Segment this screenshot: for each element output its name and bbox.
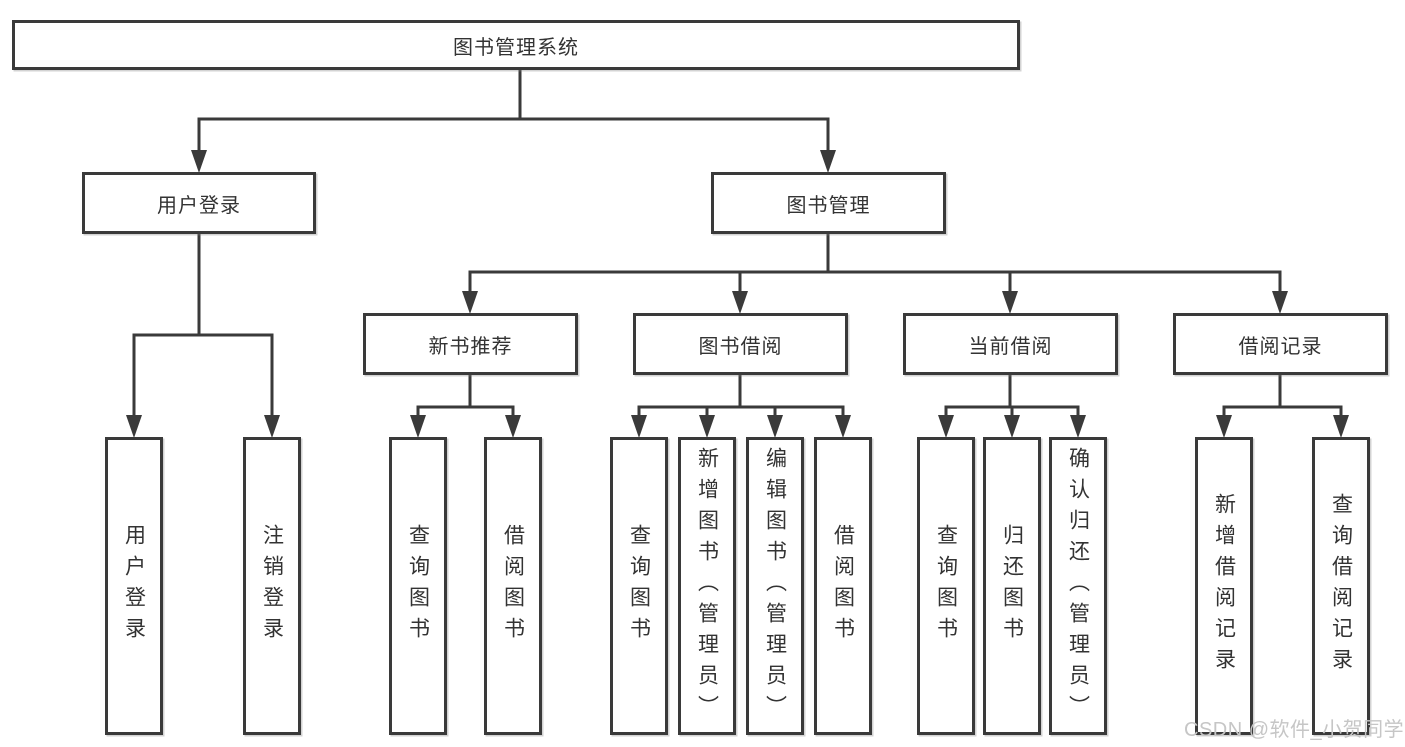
arrowhead-icon [820,150,836,173]
node-label: 图书借阅 [698,335,783,358]
node-current-borrow: 当前借阅 [903,313,1118,375]
leaf-label: 确认归还（管理员） [1066,446,1090,726]
arrowhead-icon [1333,415,1349,438]
leaf-current-confirm-return-admin: 确认归还（管理员） [1049,437,1107,735]
arrowhead-icon [462,291,478,314]
arrowhead-icon [631,415,647,438]
arrowhead-icon [505,415,521,438]
leaf-logout: 注销登录 [243,437,301,735]
leaf-recommend-query-books: 查询图书 [389,437,447,735]
arrowhead-icon [126,415,142,438]
arrowhead-icon [732,291,748,314]
leaf-label: 归还图书 [1000,524,1024,648]
arrowhead-icon [1216,415,1232,438]
node-label: 图书管理系统 [453,36,579,59]
leaf-current-query-books: 查询图书 [917,437,975,735]
node-new-book-recommend: 新书推荐 [363,313,578,375]
leaf-label: 新增借阅记录 [1212,493,1236,679]
leaf-borrow-edit-books-admin: 编辑图书（管理员） [746,437,804,735]
arrowhead-icon [835,415,851,438]
node-user-login: 用户登录 [82,172,316,234]
leaf-label: 新增图书（管理员） [695,446,719,726]
leaf-label: 查询借阅记录 [1329,493,1353,679]
node-book-management: 图书管理 [711,172,946,234]
leaf-label: 编辑图书（管理员） [763,446,787,726]
node-label: 用户登录 [157,194,241,217]
arrowhead-icon [699,415,715,438]
leaf-borrow-query-books: 查询图书 [610,437,668,735]
leaf-current-return-books: 归还图书 [983,437,1041,735]
leaf-records-query-record: 查询借阅记录 [1312,437,1370,735]
node-borrow-records: 借阅记录 [1173,313,1388,375]
arrowhead-icon [938,415,954,438]
leaf-label: 用户登录 [122,524,146,648]
leaf-label: 查询图书 [406,524,430,648]
leaf-user-login: 用户登录 [105,437,163,735]
arrowhead-icon [410,415,426,438]
csdn-watermark: CSDN @软件_小贺同学 [1184,719,1405,741]
leaf-borrow-borrow-books: 借阅图书 [814,437,872,735]
arrowhead-icon [1070,415,1086,438]
arrowhead-icon [1002,291,1018,314]
node-library-management-system: 图书管理系统 [12,20,1020,70]
arrowhead-icon [264,415,280,438]
node-label: 借阅记录 [1238,335,1323,358]
node-label: 新书推荐 [428,335,513,358]
arrowhead-icon [1272,291,1288,314]
leaf-recommend-borrow-books: 借阅图书 [484,437,542,735]
arrowhead-icon [1004,415,1020,438]
arrowhead-icon [191,150,207,173]
leaf-label: 注销登录 [260,524,284,648]
arrowhead-icon [767,415,783,438]
node-book-borrow: 图书借阅 [633,313,848,375]
node-label: 当前借阅 [968,335,1053,358]
leaf-label: 查询图书 [627,524,651,648]
leaf-records-add-record: 新增借阅记录 [1195,437,1253,735]
leaf-label: 查询图书 [934,524,958,648]
node-label: 图书管理 [786,194,871,217]
leaf-label: 借阅图书 [501,524,525,648]
leaf-borrow-add-books-admin: 新增图书（管理员） [678,437,736,735]
leaf-label: 借阅图书 [831,524,855,648]
